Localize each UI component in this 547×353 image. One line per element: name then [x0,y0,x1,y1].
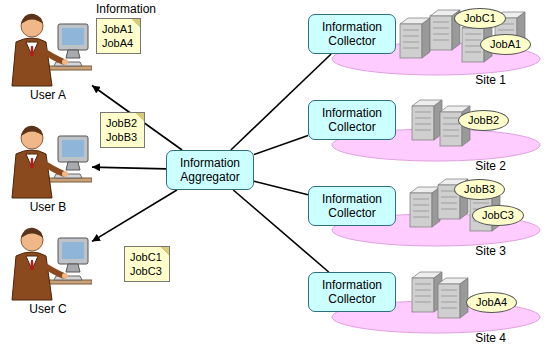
job-name: JobB2 [106,116,137,130]
job-name: JobB3 [106,130,137,144]
box-label: Information Collector [315,192,389,220]
info-note: InformationJobA1JobA4 [96,2,156,54]
job-oval: JobB3 [454,179,505,200]
collector-box: Information Collector [308,272,396,312]
aggregator-box: Information Aggregator [166,150,254,190]
job-name: JobA1 [490,38,521,51]
user-figure: User A [4,6,92,102]
info-note: JobC1JobC3 [124,246,170,282]
user-illustration [4,220,92,302]
collector-box: Information Collector [308,186,396,226]
link-line [254,135,308,154]
note-paper: JobA1JobA4 [96,18,141,54]
site-label: Site 3 [475,244,506,258]
box-label: Information Aggregator [173,156,247,184]
job-oval: JobC1 [454,8,506,29]
user-illustration [4,6,92,88]
info-note: JobB2JobB3 [100,112,145,148]
user-name: User C [4,302,92,316]
user-name: User A [4,88,92,102]
job-name: JobA4 [102,36,133,50]
server-icon [410,187,440,227]
job-name: JobA4 [476,296,507,309]
site-label: Site 4 [475,331,506,345]
user-figure: User C [4,220,92,316]
link-line [254,181,308,195]
server-icon [412,272,442,312]
job-name: JobC3 [482,209,514,222]
user-illustration [4,118,92,200]
job-oval: JobC3 [472,205,524,226]
collector-box: Information Collector [308,14,396,54]
job-name: JobC1 [464,12,496,25]
job-name: JobC3 [130,264,162,278]
note-heading: Information [96,2,156,16]
info-arrow [92,167,166,169]
job-name: JobB2 [468,114,499,127]
note-paper: JobB2JobB3 [100,112,145,148]
server-icon [412,100,442,140]
job-name: JobC1 [130,250,162,264]
server-icon [438,278,468,318]
user-name: User B [4,200,92,214]
site-label: Site 2 [475,159,506,173]
info-arrow [92,190,177,241]
user-figure: User B [4,118,92,214]
box-label: Information Collector [315,278,389,306]
job-oval: JobA4 [466,292,517,313]
note-paper: JobC1JobC3 [124,246,170,282]
server-icon [400,18,430,58]
collector-box: Information Collector [308,100,396,140]
job-oval: JobB2 [458,110,509,131]
site-label: Site 1 [475,73,506,87]
info-arrow [92,86,182,150]
job-name: JobA1 [102,22,133,36]
job-oval: JobA1 [480,34,531,55]
job-name: JobB3 [464,183,495,196]
box-label: Information Collector [315,106,389,134]
box-label: Information Collector [315,20,389,48]
